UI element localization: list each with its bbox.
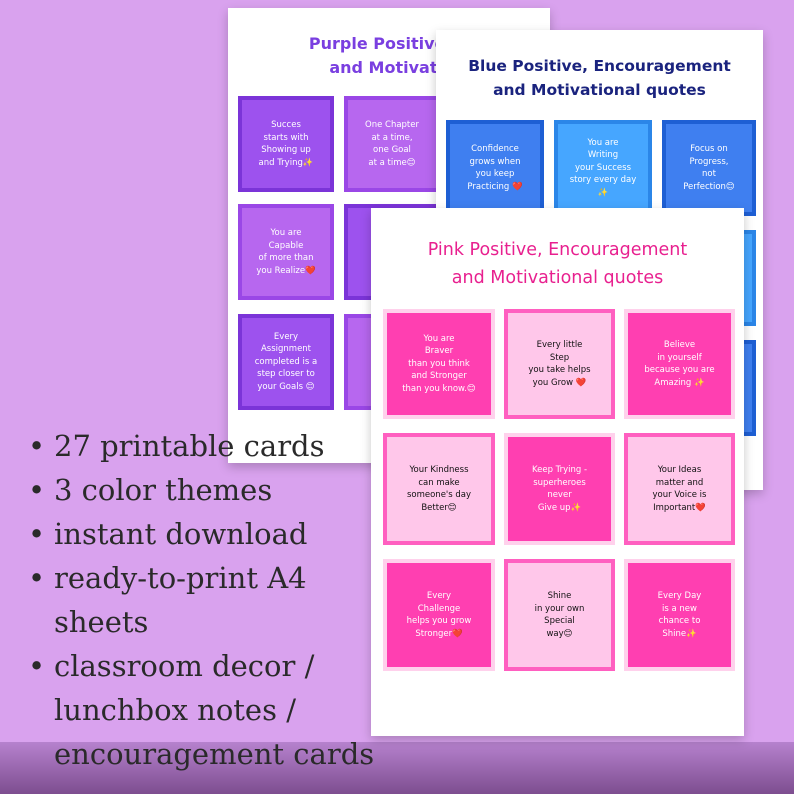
card-quote-line: Every Day [657,591,702,601]
pink-quotes-sheet: Pink Positive, Encouragement and Motivat… [371,208,744,736]
card-quote-line: Better😊 [421,502,457,513]
card-quote-line: than you know.😊 [402,383,476,394]
card-quote-line: of more than [258,253,314,263]
card-quote-line: Every little [536,340,583,350]
card-quote-line: Confidence [471,144,519,154]
card-quote-line: you keep [475,169,515,179]
card-quote-line: step closer to [257,369,315,380]
card-quote-line: you Grow ❤️ [532,377,587,388]
blue-sheet-title: Blue Positive, Encouragement and Motivat… [468,57,731,99]
feature-item-continued: encouragement cards [54,737,375,771]
feature-list: 27 printable cards 3 color themes instan… [22,424,374,776]
card-quote-line: can make [418,477,460,488]
card-quote-line: Every [426,591,452,601]
card-quote-line: and Trying✨ [258,157,314,168]
pink-sheet-title: Pink Positive, Encouragement and Motivat… [427,240,688,288]
card-quote-line: starts with [263,132,309,143]
card-quote-line: Perfection😊 [683,181,735,192]
card-quote-line: Shine✨ [662,628,697,639]
card-quote-line: Important❤️ [653,502,706,513]
card-quote-line: story every day [569,175,637,186]
card-quote-line: Braver [424,346,454,357]
feature-item: instant download [22,512,374,556]
card-quote-line: is a new [662,603,697,614]
card-quote-line: grows when [469,156,521,167]
card-quote-line: Succes [271,120,301,130]
card-quote-line: You are [270,228,302,238]
pink-card: Every Day is a new chance to Shine✨ [624,559,735,671]
card-quote-line: in yourself [657,352,702,363]
card-quote-line: at a time😊 [368,157,416,168]
card-quote-line: Your Ideas [657,465,702,475]
card-quote-line: Give up✨ [537,502,582,513]
card-quote-line: Keep Trying - [531,465,588,475]
card-quote-line: ✨ [597,187,609,198]
card-quote-line: you take helps [528,365,591,375]
card-quote-line: Every [273,331,299,342]
feature-item: ready-to-print A4 [22,556,374,600]
card-quote-line: Progress, [689,156,729,167]
card-quote-line: you Realize❤️ [256,265,316,276]
card-quote-line: in your own [534,603,585,614]
card-quote-line: Stronger❤️ [415,628,463,639]
card-quote-line: Amazing ✨ [654,377,705,388]
feature-item-continued: sheets [54,605,149,639]
card-quote-line: way😊 [546,628,573,639]
card-quote-line: not [702,169,716,179]
card-quote-line: than you think [408,358,470,369]
card-quote-line: Challenge [417,603,461,614]
card-quote-line: You are [587,137,619,148]
card-quote-line: One Chapter [365,120,419,130]
card-quote-line: chance to [658,616,701,626]
card-quote-line: at a time, [371,132,413,143]
purple-card: One Chapter at a time, one Goal at a time😊 [344,96,440,192]
card-quote-line: Believe [663,340,696,350]
card-quote-line: Writing [587,150,619,161]
card-quote-line: never [547,490,572,500]
card-quote-line: Practicing ❤️ [467,181,523,192]
card-quote-line: helps you grow [406,616,472,626]
card-quote-line: You are [423,333,455,344]
feature-item: classroom decor / [22,644,374,688]
card-quote-line: matter and [655,477,704,488]
feature-item: 3 color themes [22,468,374,512]
card-quote-line: Capable [268,240,304,251]
feature-item-continued: lunchbox notes / [54,693,296,727]
card-quote-line: your Success [574,162,632,173]
bottom-shadow-band [0,742,794,794]
card-quote-line: superheroes [533,477,586,488]
card-quote-line: Step [549,352,570,363]
card-quote-line: Shine [547,591,572,601]
card-quote-line: your Voice is [652,490,707,500]
card-quote-line: and Stronger [411,371,467,382]
card-quote-line: Special [544,616,575,626]
card-quote-line: Showing up [261,145,311,155]
card-quote-line: one Goal [373,145,411,155]
card-quote-line: Assignment [260,344,312,355]
feature-item: 27 printable cards [22,424,374,468]
card-quote-line: Your Kindness [409,465,469,475]
card-quote-line: your Goals 😊 [257,381,315,392]
card-quote-line: because you are [644,365,715,375]
card-quote-line: someone's day [406,490,472,500]
card-quote-line: completed is a [254,356,318,367]
pink-card: Your Ideas matter and your Voice is Importa… [624,433,735,545]
card-quote-line: Focus on [690,144,728,154]
